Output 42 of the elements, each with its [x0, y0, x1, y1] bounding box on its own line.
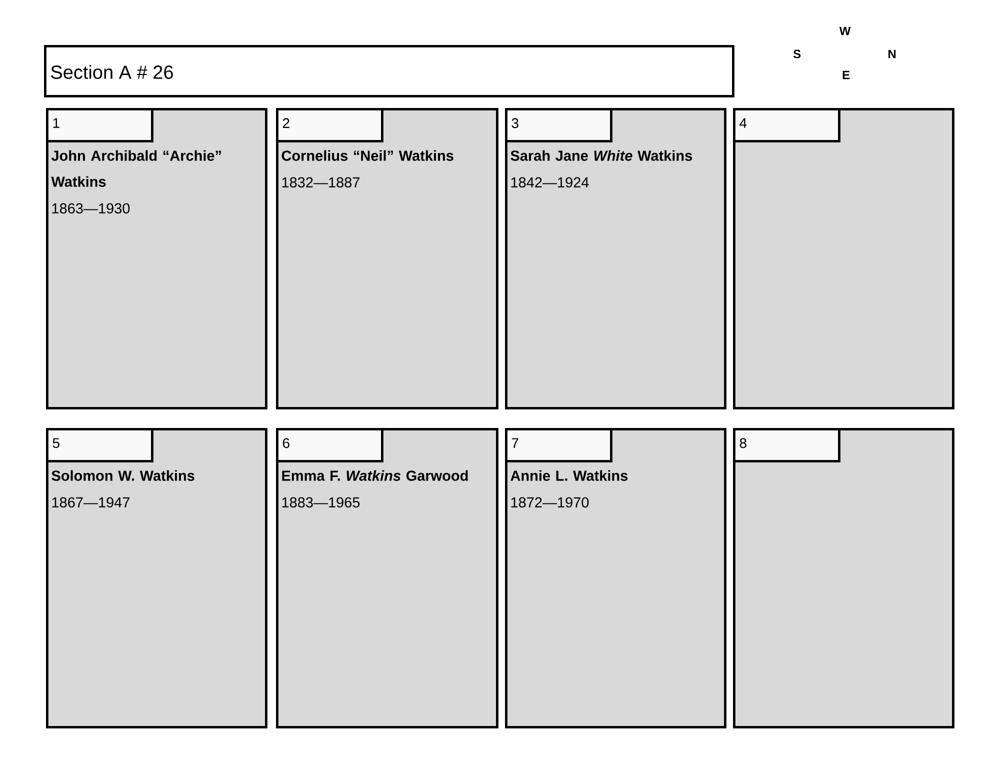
life-dates: 1867—1947	[52, 497, 130, 508]
person-card	[505, 428, 726, 728]
life-dates: 1842—1924	[511, 177, 589, 188]
title-text: Section A # 26	[51, 65, 173, 79]
number-tab	[505, 428, 612, 462]
person-card	[46, 108, 268, 410]
number-tab	[276, 108, 384, 142]
compass-letter: N	[888, 50, 896, 58]
life-dates: 1883—1965	[282, 497, 360, 508]
card-number: 2	[282, 118, 290, 128]
number-tab	[276, 428, 384, 462]
number-tab	[733, 108, 840, 142]
card-number: 3	[512, 118, 518, 128]
number-tab	[46, 108, 154, 142]
person-card	[733, 108, 954, 410]
person-card	[505, 108, 726, 410]
card-number: 5	[52, 438, 60, 448]
person-name: Annie L. Watkins	[510, 470, 628, 481]
life-dates: 1832—1887	[282, 177, 360, 188]
compass-letter: E	[842, 70, 850, 80]
person-card	[733, 428, 954, 728]
person-name: John Archibald “Archie” Watkins	[51, 150, 221, 187]
card-number: 6	[282, 438, 290, 448]
number-tab	[733, 428, 840, 462]
card-number: 1	[53, 118, 60, 128]
person-name: Sarah Jane White Watkins	[510, 150, 692, 161]
number-tab	[505, 108, 612, 142]
card-number: 4	[740, 118, 747, 128]
person-card	[46, 428, 268, 728]
card-number: 7	[512, 438, 518, 448]
number-tab	[46, 428, 154, 462]
title-box	[44, 44, 734, 98]
life-dates: 1872—1970	[511, 497, 589, 508]
person-name: Cornelius “Neil” Watkins	[282, 150, 454, 161]
person-name: Emma F. Watkins Garwood	[282, 470, 468, 481]
compass-letter: W	[839, 26, 851, 36]
card-number: 8	[740, 438, 746, 448]
person-name: Solomon W. Watkins	[52, 470, 194, 481]
person-card	[276, 428, 498, 728]
life-dates: 1863—1930	[52, 203, 130, 214]
person-card	[276, 108, 498, 410]
compass-letter: S	[793, 50, 801, 58]
